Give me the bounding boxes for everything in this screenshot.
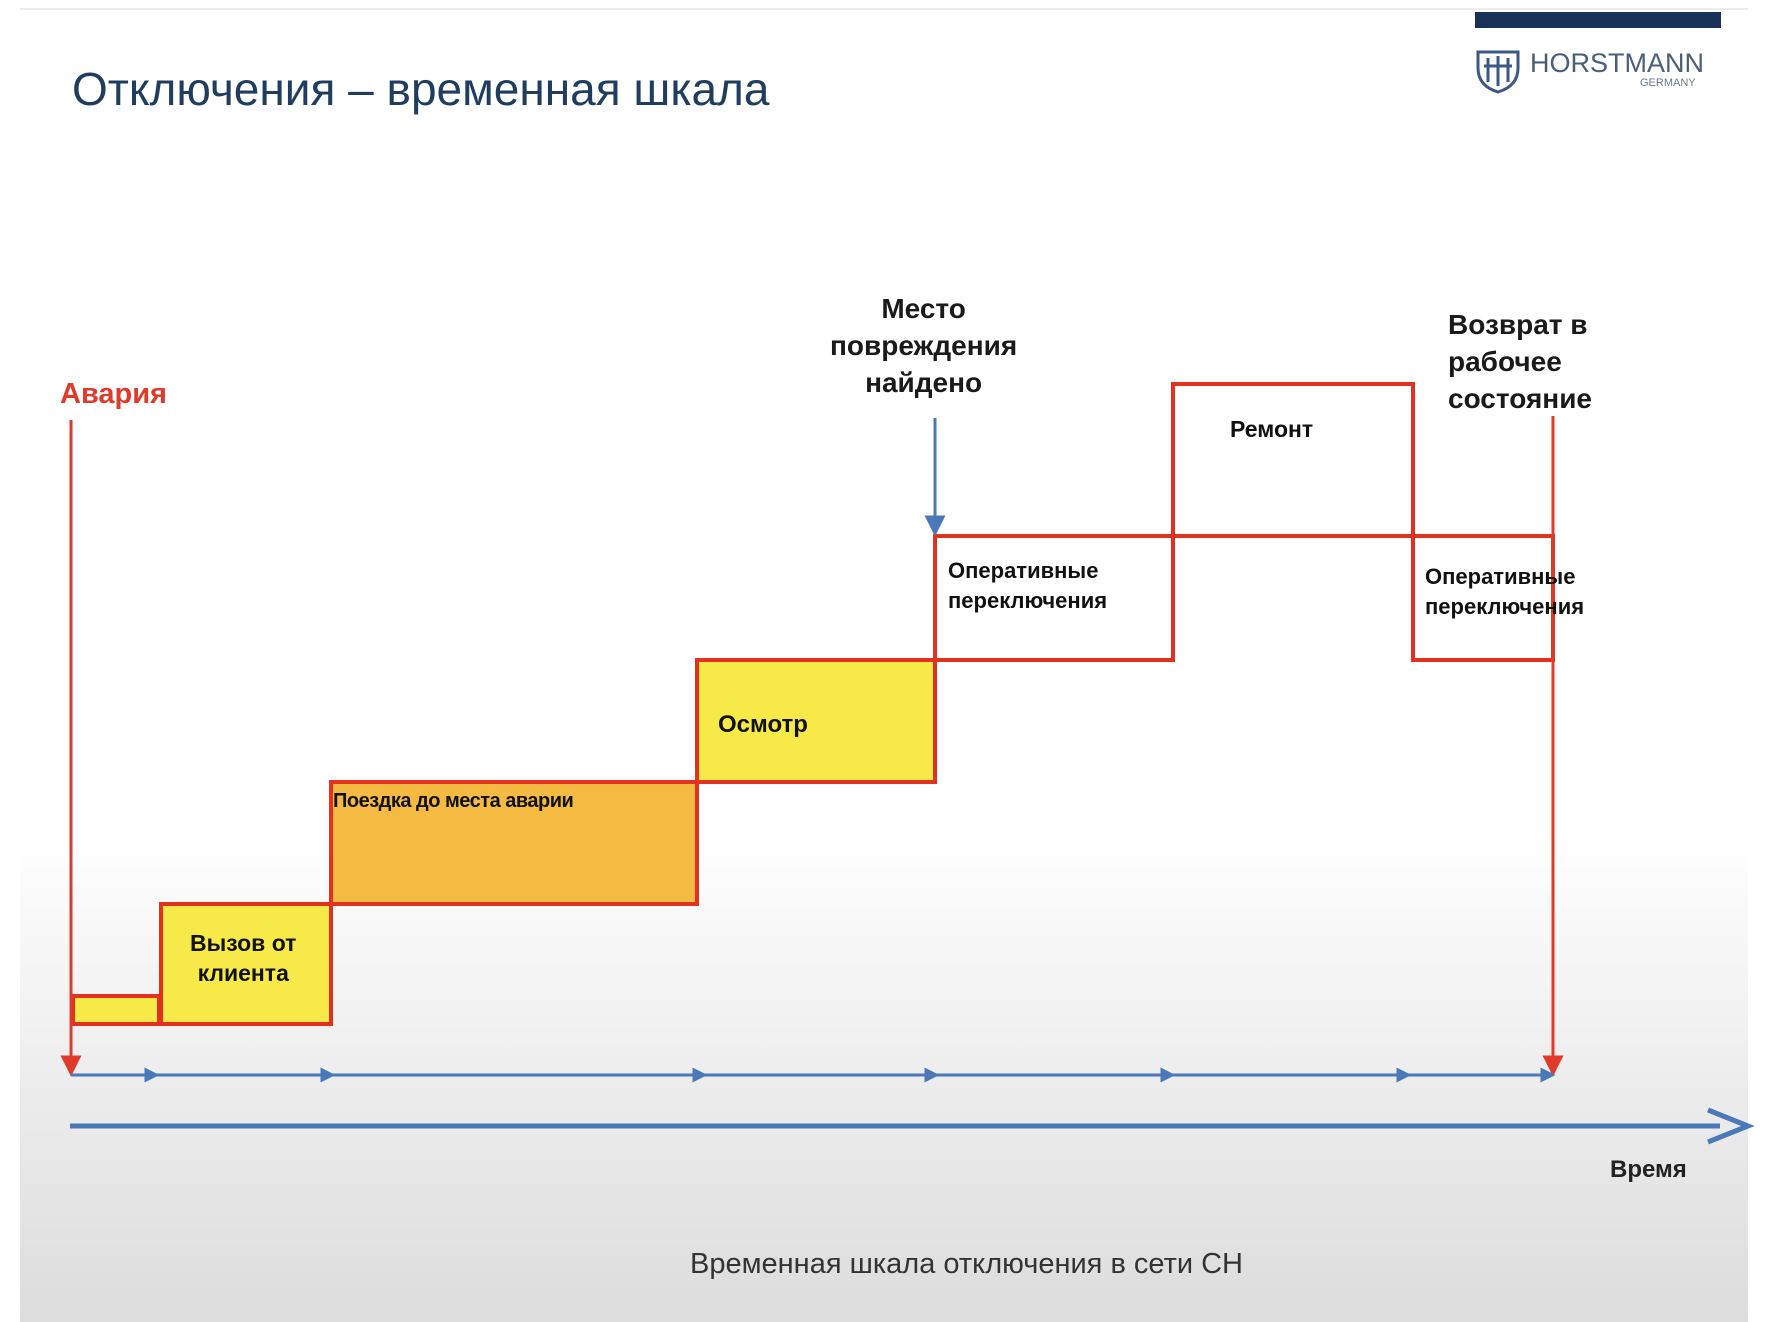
stage-block bbox=[933, 534, 1175, 662]
slide-title: Отключения – временная шкала bbox=[72, 63, 770, 115]
logo-subtitle: GERMANY bbox=[1640, 77, 1696, 89]
fault-found-label: Место повреждения найдено bbox=[830, 293, 1018, 398]
logo-emblem-icon bbox=[1476, 50, 1520, 94]
logo-wordmark: HORSTMANN bbox=[1530, 48, 1704, 78]
slide-caption: Временная шкала отключения в сети СН bbox=[690, 1248, 1243, 1280]
time-axis-label: Время bbox=[1610, 1156, 1687, 1183]
stage-label: Ремонт bbox=[1230, 416, 1314, 442]
stage-block bbox=[71, 994, 161, 1026]
top-divider bbox=[20, 8, 1748, 10]
horstmann-logo: HORSTMANN GERMANY bbox=[1476, 48, 1704, 94]
time-axis-arrow-icon bbox=[1707, 1107, 1755, 1145]
restored-label: Возврат в рабочее состояние bbox=[1448, 309, 1592, 414]
stage-label: Вызов от клиента bbox=[190, 930, 297, 986]
stage-block bbox=[695, 658, 937, 784]
stage-label: Поездка до места аварии bbox=[333, 790, 574, 812]
stage-block bbox=[1171, 382, 1415, 538]
stage-label: Оперативные переключения bbox=[948, 558, 1108, 613]
stage-block bbox=[159, 902, 333, 1026]
stage-label: Осмотр bbox=[718, 711, 808, 738]
stage-label: Оперативные переключения bbox=[1425, 564, 1585, 619]
stage-block bbox=[329, 780, 699, 906]
brand-bar bbox=[1475, 12, 1721, 28]
accident-label: Авария bbox=[60, 378, 167, 410]
